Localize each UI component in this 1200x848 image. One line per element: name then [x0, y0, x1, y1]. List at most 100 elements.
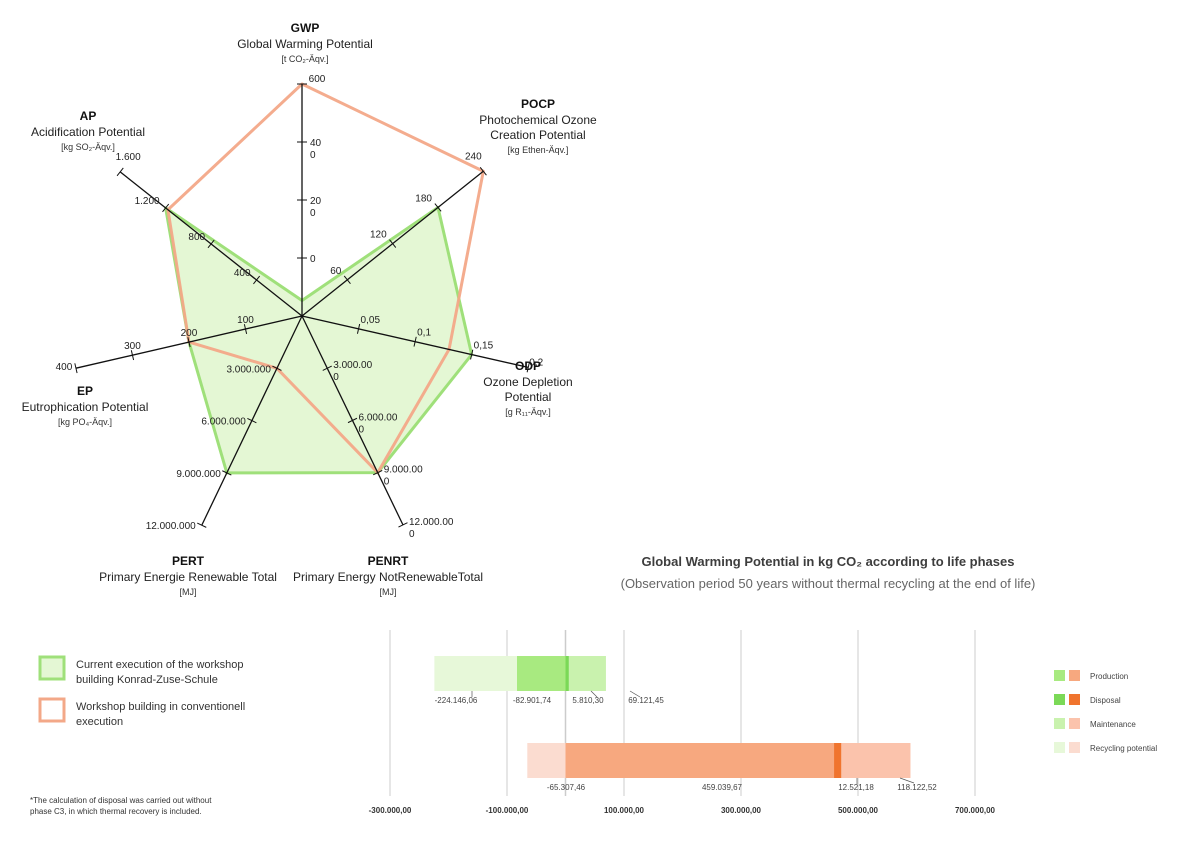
bar-legend-swatch-green [1054, 742, 1065, 753]
legend-swatch-0 [38, 655, 66, 681]
bar-xtick-label: 700.000,00 [955, 806, 996, 815]
bar-value-label: 5.810,30 [572, 696, 604, 705]
radar-axis-name-ep: Eutrophication Potential [22, 400, 149, 414]
bar-segment-production [568, 656, 606, 691]
radar-axis-unit-odp: [g R₁₁-Äqv.] [505, 407, 550, 417]
radar-tick-pert [272, 365, 282, 371]
radar-axis-title-ep: EP [77, 384, 93, 398]
radar-tick-label-ap: 1.200 [135, 196, 160, 207]
radar-tick-pocp [343, 275, 351, 285]
radar-tick-ap [116, 167, 124, 177]
radar-axis-title-gwp: GWP [291, 21, 320, 35]
bar-segment-recycling-potential [527, 743, 566, 778]
bar-segment-production [565, 743, 835, 778]
radar-axis-name-gwp: Global Warming Potential [237, 37, 373, 51]
radar-axis-unit-gwp: [t CO₂-Äqv.] [281, 54, 328, 64]
radar-axis-unit-ep: [kg PO₄-Äqv.] [58, 417, 112, 427]
bar-segment-disposal [565, 656, 569, 691]
radar-axis-title-penrt: PENRT [368, 554, 409, 568]
radar-axis-unit-penrt: [MJ] [380, 587, 397, 597]
radar-axis-name-ap: Acidification Potential [31, 125, 145, 139]
bar-legend-label: Recycling potential [1090, 744, 1157, 753]
radar-tick-penrt [347, 417, 358, 424]
radar-tick-label-ep: 100 [237, 315, 254, 326]
radar-axis-unit-ap: [kg SO₂-Äqv.] [61, 142, 115, 152]
radar-tick-label-pocp: 240 [465, 151, 482, 162]
bar-xtick-label: -100.000,00 [486, 806, 529, 815]
radar-tick-label-ep: 300 [124, 341, 141, 352]
bar-xtick-label: 100.000,00 [604, 806, 645, 815]
radar-tick-pocp [434, 203, 442, 212]
radar-tick-label-odp: 0,15 [474, 341, 494, 352]
radar-tick-pocp [389, 239, 397, 248]
radar-axis-title-pert: PERT [172, 554, 205, 568]
bar-value-label: -82.901,74 [513, 696, 552, 705]
radar-tick-label-pocp: 180 [415, 193, 432, 204]
bar-chart-title: Global Warming Potential in kg CO₂ accor… [642, 554, 1015, 569]
radar-tick-label-pert: 12.000.000 [146, 521, 196, 532]
legend-swatch-1 [38, 697, 66, 723]
bar-legend-swatch-orange [1069, 742, 1080, 753]
radar-tick-odp [470, 349, 474, 360]
radar-tick-label-ep: 200 [181, 328, 198, 339]
radar-tick-penrt [398, 522, 408, 528]
bar-value-label: 459.039,67 [702, 783, 743, 792]
radar-tick-pert [197, 522, 207, 528]
bar-segment-maintenance [841, 743, 911, 778]
bar-value-label: 118.122,52 [897, 783, 937, 792]
radar-tick-label-pert: 6.000.000 [201, 417, 246, 428]
radar-tick-label-pert: 3.000.000 [226, 364, 271, 375]
radar-tick-label-pert: 9.000.000 [176, 469, 221, 480]
radar-axis-name-penrt: Primary Energy NotRenewableTotal [293, 570, 483, 584]
radar-tick-pocp [479, 167, 487, 176]
radar-tick-ap [162, 203, 170, 213]
radar-tick-label-odp: 0,05 [361, 315, 381, 326]
bar-legend-label: Disposal [1090, 696, 1121, 705]
bar-segment-maintenance [517, 656, 566, 691]
radar-series-conventional [166, 82, 485, 475]
radar-axis-unit-pert: [MJ] [180, 587, 197, 597]
bar-xtick-label: 500.000,00 [838, 806, 879, 815]
bar-value-label: -224.146,06 [435, 696, 478, 705]
radar-tick-label-ap: 800 [188, 232, 205, 243]
radar-axis-name-pert: Primary Energie Renewable Total [99, 570, 277, 584]
bar-legend-swatch-orange [1069, 670, 1080, 681]
radar-tick-ap [253, 275, 261, 285]
radar-tick-penrt [322, 365, 332, 371]
bar-value-label: 12.521,18 [838, 783, 874, 792]
radar-tick-ep [130, 350, 135, 361]
bar-xtick-label: 300.000,00 [721, 806, 762, 815]
footnote: *The calculation of disposal was carried… [30, 796, 212, 816]
bar-chart-subtitle: (Observation period 50 years without the… [621, 576, 1036, 591]
bar-legend-swatch-green [1054, 694, 1065, 705]
radar-tick-label-ep: 400 [56, 362, 73, 373]
radar-tick-label-ap: 400 [234, 268, 251, 279]
bar-segment-disposal [834, 743, 842, 778]
radar-tick-label-ap: 1.600 [116, 152, 141, 163]
radar-tick-pert [222, 470, 232, 476]
bar-value-label: 69.121,45 [628, 696, 664, 705]
bar-legend-swatch-orange [1069, 694, 1080, 705]
radar-tick-pert [247, 418, 257, 424]
bar-xtick-label: -300.000,00 [369, 806, 412, 815]
radar-tick-ep [187, 337, 191, 348]
radar-tick-label-pocp: 120 [370, 230, 387, 241]
radar-tick-label-gwp: 0 [310, 254, 316, 265]
radar-tick-label-pocp: 60 [330, 266, 342, 277]
bar-legend-swatch-green [1054, 718, 1065, 729]
radar-tick-odp [356, 323, 361, 334]
bar-legend-swatch-green [1054, 670, 1065, 681]
radar-axis-title-odp: ODP [515, 359, 541, 373]
radar-axis-unit-pocp: [kg Ethen-Äqv.] [508, 145, 569, 155]
radar-tick-odp [526, 362, 530, 373]
